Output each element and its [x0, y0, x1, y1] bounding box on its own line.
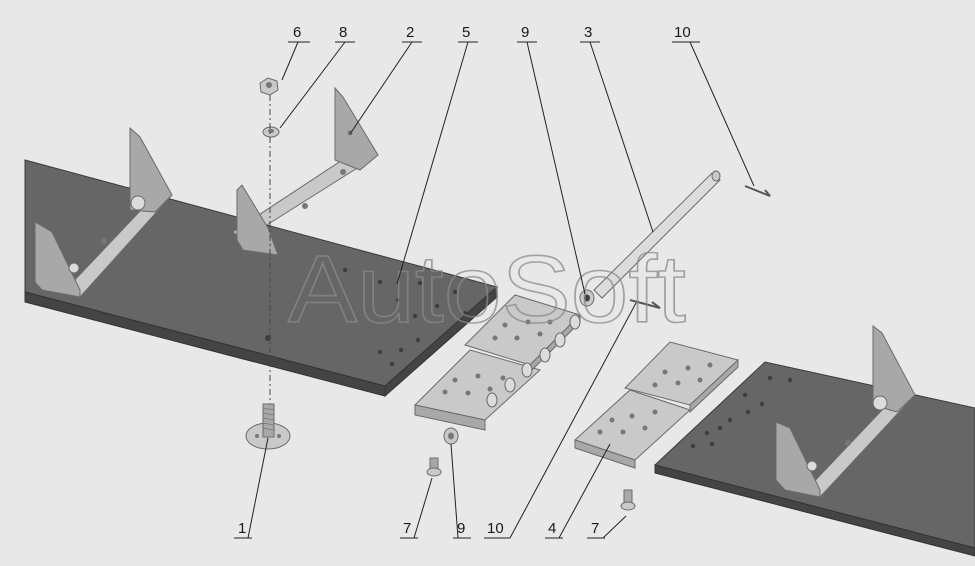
callout-10-lower: 10: [487, 520, 504, 537]
callouts: 6 8 2 5 9 3 10 1 7 9: [234, 24, 755, 539]
callout-9-upper: 9: [521, 24, 529, 41]
washer-part-8: [262, 126, 280, 138]
callout-4: 4: [548, 520, 556, 537]
nut-part-6: [259, 77, 279, 96]
callout-2: 2: [406, 24, 414, 41]
callout-7-right: 7: [591, 520, 599, 537]
bolt-part-1: [245, 403, 291, 450]
washer-part-9-lower: [443, 427, 459, 445]
axle-rod-part-3: [593, 170, 721, 299]
callout-1: 1: [238, 520, 246, 537]
rivet-part-7-right: [620, 489, 636, 511]
right-mounted-bracket: [775, 324, 916, 498]
hinge-plates-part-5: [413, 294, 581, 431]
right-plate-holes: [690, 375, 793, 449]
washer-part-9-upper: [579, 289, 595, 307]
callout-10-upper: 10: [674, 24, 691, 41]
callout-5: 5: [462, 24, 470, 41]
callout-7-left: 7: [403, 520, 411, 537]
callout-6: 6: [293, 24, 301, 41]
watermark: AutoSoft: [288, 236, 686, 343]
cotter-pin-part-10-lower: [629, 299, 661, 309]
bracket-part-2: [232, 86, 379, 256]
rivet-part-7-left: [426, 457, 442, 477]
left-mounted-bracket: [34, 126, 173, 298]
left-plate-holes: [265, 267, 468, 367]
cotter-pin-part-10-upper: [744, 185, 771, 197]
callout-8: 8: [339, 24, 347, 41]
callout-9-lower: 9: [457, 520, 465, 537]
callout-3: 3: [584, 24, 592, 41]
